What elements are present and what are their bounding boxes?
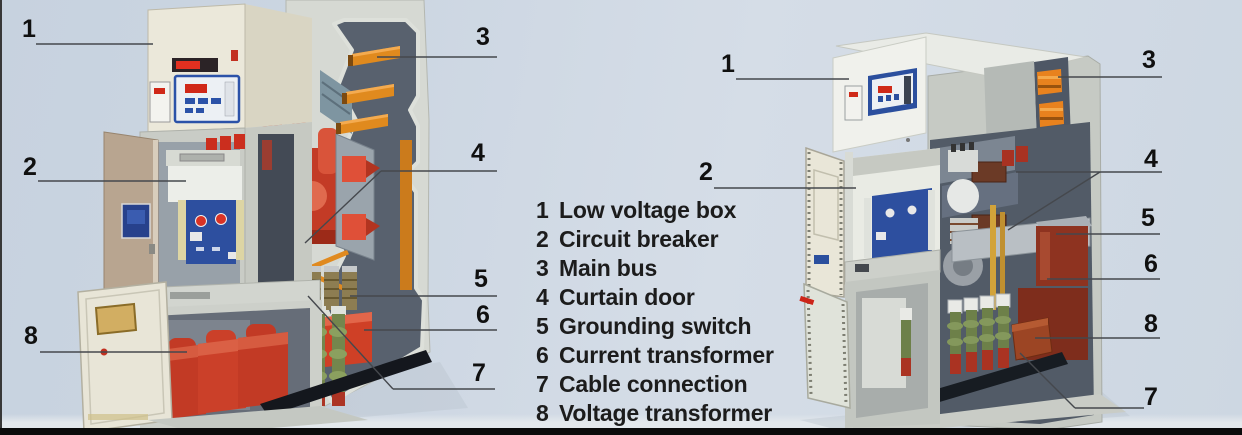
left-floor-plate [148, 406, 368, 434]
callout-right-8: 8 [1144, 310, 1158, 338]
left-main-busbars [336, 46, 412, 290]
legend-item-label: Voltage transformer [559, 400, 773, 426]
callout-right-3: 3 [1142, 46, 1156, 74]
right-bottom-compartment [845, 270, 940, 428]
legend-item: 8 Voltage transformer [536, 400, 774, 429]
legend-item-number: 5 [536, 313, 549, 339]
right-low-voltage-box [832, 36, 927, 153]
right-upper-door [805, 146, 845, 298]
right-breaker-compartment [845, 148, 940, 428]
left-cabinet-illustration [77, 0, 468, 434]
right-voltage-transformer [1011, 288, 1088, 361]
legend-item: 7 Cable connection [536, 371, 774, 400]
legend-item: 1 Low voltage box [536, 197, 774, 226]
legend-item: 2 Circuit breaker [536, 226, 774, 255]
callout-left-6: 6 [476, 301, 490, 329]
left-low-voltage-box [147, 3, 312, 133]
callout-left-8: 8 [24, 322, 38, 350]
legend: 1 Low voltage box 2 Circuit breaker 3 Main … [536, 197, 774, 429]
legend-item-label: Main bus [559, 255, 658, 281]
callout-left-1: 1 [22, 15, 36, 43]
callout-right-4: 4 [1144, 145, 1158, 173]
callout-right-6: 6 [1144, 250, 1158, 278]
callout-right-7: 7 [1144, 383, 1158, 411]
callout-left-5: 5 [474, 265, 488, 293]
legend-item-number: 6 [536, 342, 549, 368]
right-cable-connections [947, 293, 1011, 374]
left-curtain-door [320, 70, 380, 261]
legend-item: 5 Grounding switch [536, 313, 774, 342]
left-edge-line [0, 0, 2, 428]
callout-left-2: 2 [23, 153, 37, 181]
bottom-black-bar [0, 428, 1242, 435]
legend-item-label: Curtain door [559, 284, 695, 310]
legend-item-number: 2 [536, 226, 549, 252]
leader-lines [36, 43, 1162, 409]
legend-item-label: Current transformer [559, 342, 774, 368]
legend-item-number: 8 [536, 400, 549, 426]
callout-left-4: 4 [471, 139, 485, 167]
callout-left-7: 7 [472, 359, 486, 387]
legend-item-number: 4 [536, 284, 549, 310]
legend-item: 3 Main bus [536, 255, 774, 284]
right-current-transformer [1036, 216, 1092, 286]
legend-item-label: Cable connection [559, 371, 748, 397]
right-cabinet-illustration [799, 32, 1130, 435]
callout-right-2: 2 [699, 158, 713, 186]
legend-item-number: 3 [536, 255, 549, 281]
legend-item-label: Grounding switch [559, 313, 752, 339]
callout-left-3: 3 [476, 23, 490, 51]
legend-item: 4 Curtain door [536, 284, 774, 313]
legend-item-label: Low voltage box [559, 197, 737, 223]
callout-right-5: 5 [1141, 204, 1155, 232]
legend-item-number: 7 [536, 371, 549, 397]
legend-item-label: Circuit breaker [559, 226, 719, 252]
left-breaker-compartment [139, 122, 312, 311]
right-base-sill [920, 352, 1068, 406]
left-voltage-transformers [140, 300, 322, 430]
legend-item-number: 1 [536, 197, 549, 223]
right-lower-door [799, 282, 851, 409]
callout-right-1: 1 [721, 50, 735, 78]
left-base-sill [260, 350, 432, 416]
left-lower-door [77, 281, 173, 433]
legend-item: 6 Current transformer [536, 342, 774, 371]
